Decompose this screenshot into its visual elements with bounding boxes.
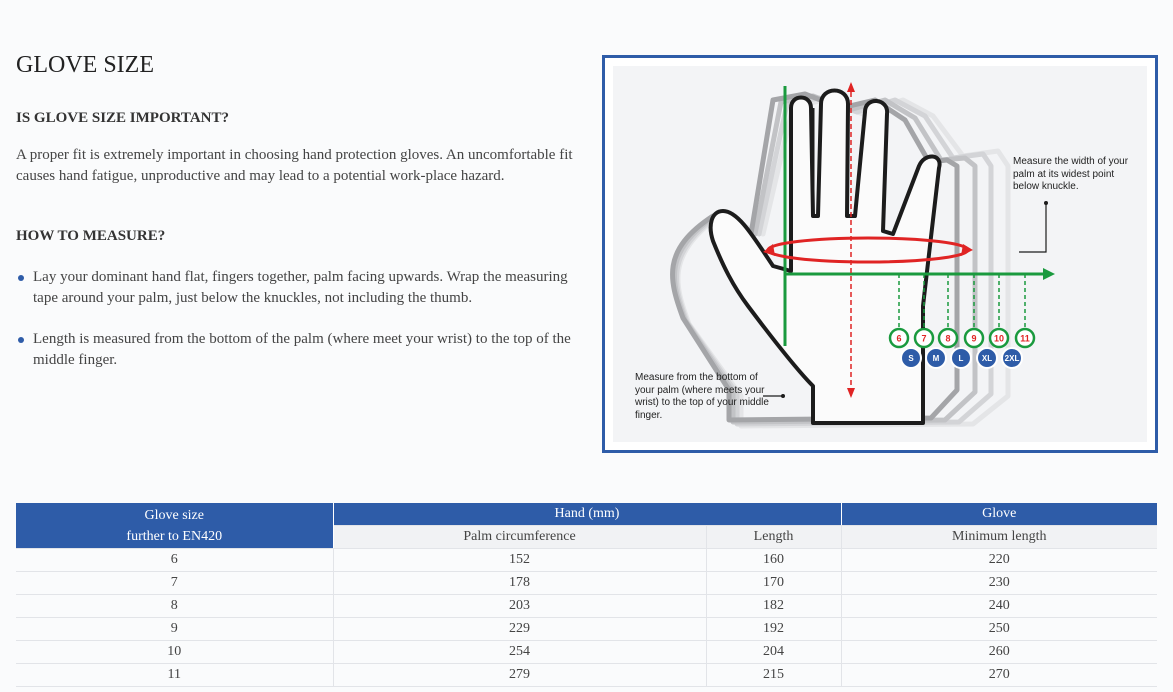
size-letter-badge: 2XL [1001,347,1023,369]
cell-size: 6 [16,548,334,572]
cell-size: 9 [16,617,334,641]
header-glove: Glove [841,503,1157,526]
svg-text:10: 10 [994,334,1004,344]
cell-length: 170 [706,571,842,595]
svg-text:S: S [908,354,914,363]
size-letter-badge: XL [976,347,998,369]
header-palm-circumference: Palm circumference [333,525,707,549]
table-row: 6 152 160 220 [16,548,1157,572]
section-heading-measure: HOW TO MEASURE? [16,228,166,244]
size-letter-badge: M [925,347,947,369]
size-letter-badge: S [900,347,922,369]
cell-min-length: 220 [841,548,1157,572]
svg-text:6: 6 [896,334,901,344]
cell-min-length: 270 [841,663,1157,687]
cell-min-length: 250 [841,617,1157,641]
svg-text:XL: XL [982,354,992,363]
cell-palm: 229 [333,617,707,641]
svg-text:M: M [933,354,940,363]
table-row: 10 254 204 260 [16,640,1157,664]
cell-length: 182 [706,594,842,618]
bullet-dot-icon [18,275,24,281]
cell-size: 10 [16,640,334,664]
cell-palm: 178 [333,571,707,595]
cell-length: 192 [706,617,842,641]
size-number-badge: 11 [1014,327,1036,349]
svg-text:9: 9 [971,334,976,344]
svg-text:2XL: 2XL [1005,354,1020,363]
header-minimum-length: Minimum length [841,525,1157,549]
size-number-badge: 10 [988,327,1010,349]
hand-illustration: 6 7 8 9 10 11 S M L XL 2XL [670,82,1055,429]
size-letter-badge: L [950,347,972,369]
svg-text:7: 7 [921,334,926,344]
bullet-item-length: Length is measured from the bottom of th… [16,329,576,371]
table-row: 7 178 170 230 [16,571,1157,595]
cell-length: 215 [706,663,842,687]
bullet-text: Lay your dominant hand flat, fingers tog… [33,269,568,306]
importance-text: A proper fit is extremely important in c… [16,147,573,184]
cell-size: 8 [16,594,334,618]
size-number-badge: 9 [963,327,985,349]
bullet-item-wrap: Lay your dominant hand flat, fingers tog… [16,267,576,309]
diagram-canvas: 6 7 8 9 10 11 S M L XL 2XL Measure the w… [613,66,1147,442]
header-glove-size-line1: Glove size [144,507,204,523]
table-row: 11 279 215 270 [16,663,1157,687]
section-heading-importance: IS GLOVE SIZE IMPORTANT? [16,110,229,126]
table-row: 9 229 192 250 [16,617,1157,641]
svg-text:L: L [959,354,964,363]
bullet-text: Length is measured from the bottom of th… [33,331,571,368]
header-glove-size-line2: further to EN420 [126,528,223,544]
page-title: GLOVE SIZE [16,52,154,78]
size-number-badge: 7 [913,327,935,349]
cell-min-length: 260 [841,640,1157,664]
cell-length: 204 [706,640,842,664]
header-glove-size: Glove size further to EN420 [16,503,334,549]
cell-size: 11 [16,663,334,687]
header-hand: Hand (mm) [333,503,842,526]
size-number-badge: 6 [888,327,910,349]
cell-min-length: 240 [841,594,1157,618]
table-row: 8 203 182 240 [16,594,1157,618]
bullet-dot-icon [18,337,24,343]
length-note: Measure from the bottom of your palm (wh… [635,372,769,421]
cell-min-length: 230 [841,571,1157,595]
svg-text:8: 8 [945,334,950,344]
header-length: Length [706,525,842,549]
glove-size-table: Glove size further to EN420 Hand (mm) Gl… [16,503,1157,687]
cell-size: 7 [16,571,334,595]
size-number-badge: 8 [937,327,959,349]
cell-palm: 152 [333,548,707,572]
glove-size-diagram: 6 7 8 9 10 11 S M L XL 2XL Measure the w… [602,55,1158,453]
cell-palm: 203 [333,594,707,618]
cell-palm: 254 [333,640,707,664]
palm-width-note: Measure the width of your palm at its wi… [1013,156,1129,192]
cell-palm: 279 [333,663,707,687]
cell-length: 160 [706,548,842,572]
hand-outline-main [708,88,942,425]
svg-text:11: 11 [1020,334,1030,344]
